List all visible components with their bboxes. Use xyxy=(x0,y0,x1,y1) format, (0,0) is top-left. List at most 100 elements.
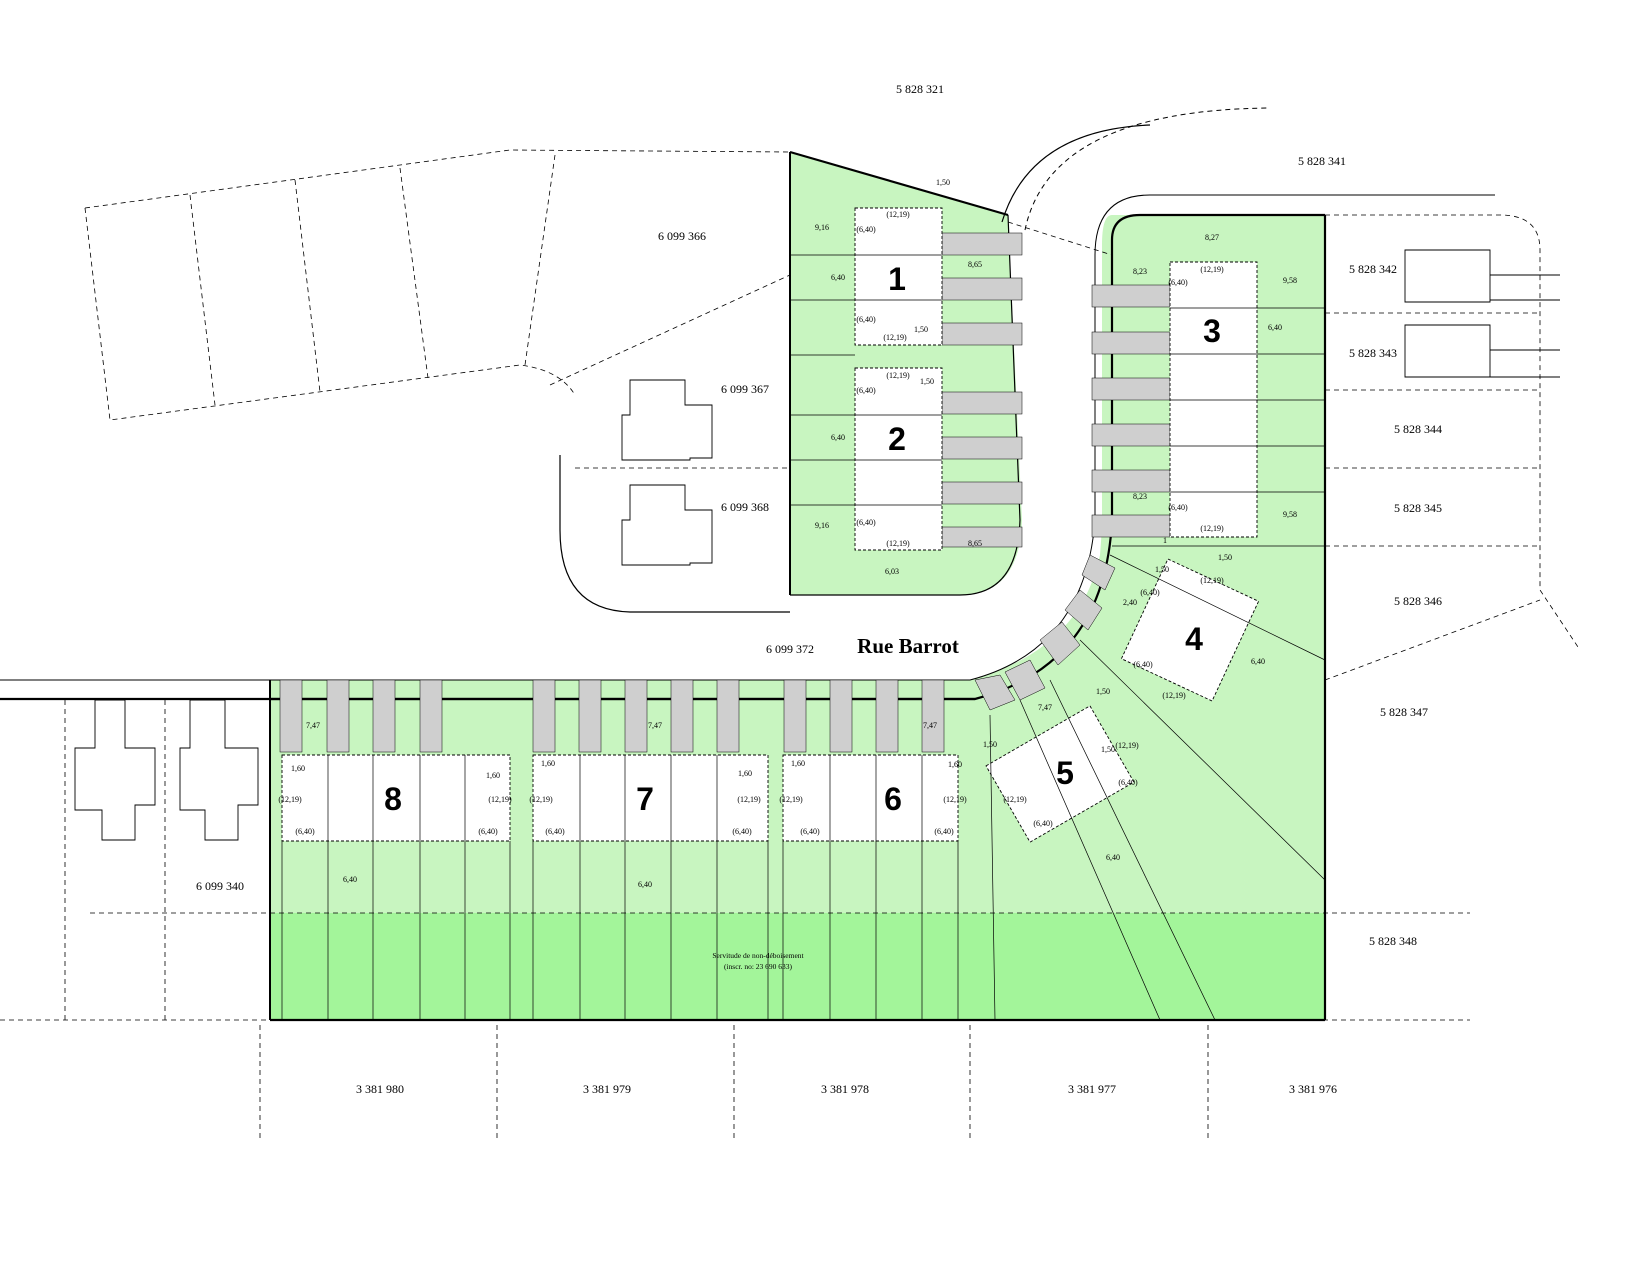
dimension-label: (12,19) xyxy=(883,333,907,342)
parcel-label: 3 381 976 xyxy=(1289,1082,1337,1096)
dimension-label: 6,40 xyxy=(831,273,845,282)
dimension-label: 9,16 xyxy=(815,223,829,232)
dimension-label: 6,40 xyxy=(1268,323,1282,332)
building-lot-6[interactable] xyxy=(782,754,959,842)
dimension-label: (12,19) xyxy=(1200,265,1224,274)
dimension-label: 8,65 xyxy=(968,260,982,269)
dimension-label: (6,40) xyxy=(295,827,315,836)
parcel-label: 5 828 344 xyxy=(1394,422,1442,436)
dimension-label: 9,58 xyxy=(1283,276,1297,285)
lot-number-6: 6 xyxy=(884,781,902,817)
dimension-label: 8,65 xyxy=(968,539,982,548)
lot-number-1: 1 xyxy=(888,261,906,297)
dimension-label: (6,40) xyxy=(1140,588,1160,597)
building-lot-8[interactable] xyxy=(281,754,511,842)
dimension-label: 8,23 xyxy=(1133,492,1147,501)
dimension-label: 1,60 xyxy=(541,759,555,768)
dimension-label: (6,40) xyxy=(856,518,876,527)
parcel-label: 3 381 977 xyxy=(1068,1082,1116,1096)
dimension-label: (6,40) xyxy=(1118,778,1138,787)
dimension-label: (12,19) xyxy=(886,539,910,548)
parcel-label: 5 828 345 xyxy=(1394,501,1442,515)
dimension-label: (12,19) xyxy=(278,795,302,804)
lot-number-7: 7 xyxy=(636,781,654,817)
building-lot-1[interactable] xyxy=(854,207,943,346)
parcel-label: 6 099 367 xyxy=(721,382,769,396)
building-lot-5[interactable] xyxy=(985,705,1135,843)
servitude-note-line2: (inscr. no: 23 690 633) xyxy=(724,962,793,971)
parcel-label: 3 381 978 xyxy=(821,1082,869,1096)
dimension-label: 8,23 xyxy=(1133,267,1147,276)
dimension-label: (12,19) xyxy=(529,795,553,804)
dimension-label: 1,60 xyxy=(486,771,500,780)
dimension-label: 2,40 xyxy=(1123,598,1137,607)
parking-spaces xyxy=(279,232,1171,753)
dimension-label: 1,50 xyxy=(1101,745,1115,754)
building-lot-7[interactable] xyxy=(532,754,769,842)
dimension-label: (6,40) xyxy=(934,827,954,836)
building-lot-3[interactable] xyxy=(1169,261,1258,538)
dimension-label: (6,40) xyxy=(1168,503,1188,512)
dimension-label: 1,60 xyxy=(791,759,805,768)
unit-dividers xyxy=(281,254,1326,1021)
parcel-label: 5 828 348 xyxy=(1369,934,1417,948)
dimension-label: 6,40 xyxy=(1106,853,1120,862)
servitude-area xyxy=(270,913,1325,1020)
dimension-label: 1,50 xyxy=(1096,687,1110,696)
dimension-label: 1,50 xyxy=(1155,565,1169,574)
dimension-label: 1,60 xyxy=(291,764,305,773)
dimension-label: (6,40) xyxy=(545,827,565,836)
dimension-label: 1,50 xyxy=(983,740,997,749)
dimension-label: 9,16 xyxy=(815,521,829,530)
dimension-label: 7,47 xyxy=(1038,703,1052,712)
dimension-label: (12,19) xyxy=(1115,741,1139,750)
dimension-label: 1,60 xyxy=(738,769,752,778)
lot-number-4: 4 xyxy=(1185,621,1203,657)
parcel-label: 5 828 343 xyxy=(1349,346,1397,360)
parcel-label: 5 828 347 xyxy=(1380,705,1428,719)
servitude-note: Servitude de non-déboisement (inscr. no:… xyxy=(712,951,804,971)
existing-houses xyxy=(74,249,1560,841)
parcel-label: 5 828 346 xyxy=(1394,594,1442,608)
dimension-label: (12,19) xyxy=(1003,795,1027,804)
dimension-label: (6,40) xyxy=(1168,278,1188,287)
dimension-label: (6,40) xyxy=(856,386,876,395)
dimension-label: (12,19) xyxy=(886,371,910,380)
dimension-label: 6,40 xyxy=(1251,657,1265,666)
dimension-label: 1,50 xyxy=(1218,553,1232,562)
dimension-label: 6,03 xyxy=(885,567,899,576)
parcel-label: 3 381 979 xyxy=(583,1082,631,1096)
dimension-label: (12,19) xyxy=(1162,691,1186,700)
parcel-label: 5 828 341 xyxy=(1298,154,1346,168)
parcel-numbers: 5 828 321 5 828 341 5 828 342 5 828 343 … xyxy=(196,82,1442,1096)
building-lot-4[interactable] xyxy=(1120,558,1260,702)
dimension-label: 1,50 xyxy=(936,178,950,187)
dimension-label: 1,60 xyxy=(948,760,962,769)
dimension-label: (12,19) xyxy=(1200,576,1224,585)
dimension-label: (6,40) xyxy=(1033,819,1053,828)
lot-numbers: 1 2 3 4 5 6 7 8 xyxy=(384,261,1221,817)
parcel-label: 5 828 342 xyxy=(1349,262,1397,276)
dimension-label: 8,27 xyxy=(1205,233,1219,242)
dimension-label: 1,50 xyxy=(914,325,928,334)
dimension-labels: (12,19) (12,19) (12,19) (12,19) (12,19) … xyxy=(278,178,1297,889)
building-lot-2[interactable] xyxy=(854,367,943,551)
street-name-label: Rue Barrot xyxy=(857,634,959,658)
dimension-label: 7,47 xyxy=(923,721,937,730)
lot-number-3: 3 xyxy=(1203,313,1221,349)
dimension-label: (12,19) xyxy=(779,795,803,804)
dimension-label: 1 xyxy=(1163,536,1167,545)
dimension-label: (6,40) xyxy=(856,315,876,324)
dimension-label: 9,58 xyxy=(1283,510,1297,519)
dimension-label: 7,47 xyxy=(306,721,320,730)
dimension-label: (12,19) xyxy=(1200,524,1224,533)
parcel-label: 3 381 980 xyxy=(356,1082,404,1096)
dimension-label: (6,40) xyxy=(732,827,752,836)
parcel-label: 6 099 368 xyxy=(721,500,769,514)
dimension-label: (12,19) xyxy=(886,210,910,219)
dimension-label: (6,40) xyxy=(478,827,498,836)
dimension-label: (12,19) xyxy=(488,795,512,804)
dimension-label: (12,19) xyxy=(737,795,761,804)
dimension-label: (6,40) xyxy=(856,225,876,234)
dimension-label: 7,47 xyxy=(648,721,662,730)
